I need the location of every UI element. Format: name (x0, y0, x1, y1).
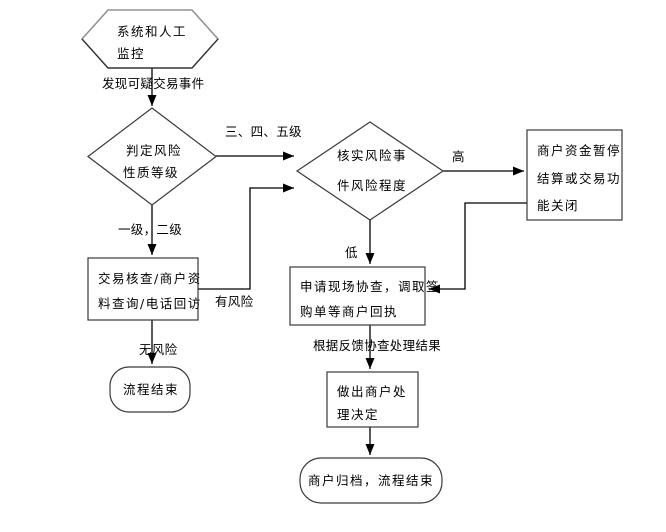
check-process-shape (87, 257, 199, 321)
end-archive-terminator-shape (299, 457, 443, 504)
check-label-line1: 交易核查/商户资 (98, 271, 202, 286)
verify-label-line1: 核实风险事 (337, 148, 407, 163)
onsite-label-line2: 购单等商户回执 (300, 304, 398, 319)
edge-label-suspicious: 发现可疑交易事件 (102, 76, 204, 91)
judge-label-line2: 性质等级 (123, 165, 179, 180)
verify-label-line2: 件风险程度 (337, 178, 407, 193)
monitor-label-line1: 系统和人工 (117, 24, 187, 39)
edge-suspend-to-onsite (429, 202, 527, 294)
decide-process-shape (326, 371, 419, 428)
suspend-label-line3: 能关闭 (537, 198, 579, 213)
edge-label-low: 低 (345, 245, 358, 260)
suspend-process-shape (526, 129, 623, 221)
onsite-label-line1: 申请现场协查，调取签 (300, 279, 440, 294)
edge-check-to-verify-risky (198, 183, 294, 290)
end-simple-terminator-shape (109, 366, 191, 413)
judge-label-line1: 判定风险 (126, 143, 182, 158)
edge-label-high: 高 (452, 149, 465, 164)
monitor-hexagon-shape-lower-edge (81, 38, 219, 69)
monitor-label-line2: 监控 (117, 46, 145, 61)
suspend-label-line1: 商户资金暂停 (537, 143, 621, 158)
check-label-line2: 料查询/电话回访 (98, 296, 202, 311)
edge-label-level-12: 一级，二级 (118, 222, 182, 237)
edge-label-level-345: 三、四、五级 (225, 124, 302, 139)
end-archive-label: 商户归档，流程结束 (308, 473, 434, 488)
monitor-hexagon-shape (80, 9, 220, 69)
edge-label-risky: 有风险 (215, 294, 254, 309)
end-simple-label: 流程结束 (123, 382, 179, 397)
suspend-label-line2: 结算或交易功 (537, 171, 621, 186)
decide-label-line2: 理决定 (337, 407, 379, 422)
edge-label-feedback: 根据反馈协查处理结果 (313, 338, 441, 353)
verify-diamond-shape (295, 121, 445, 221)
judge-diamond-shape (87, 107, 217, 206)
onsite-process-shape (289, 266, 426, 326)
edge-label-no-risk: 无风险 (139, 342, 178, 357)
decide-label-line1: 做出商户处 (337, 384, 407, 399)
